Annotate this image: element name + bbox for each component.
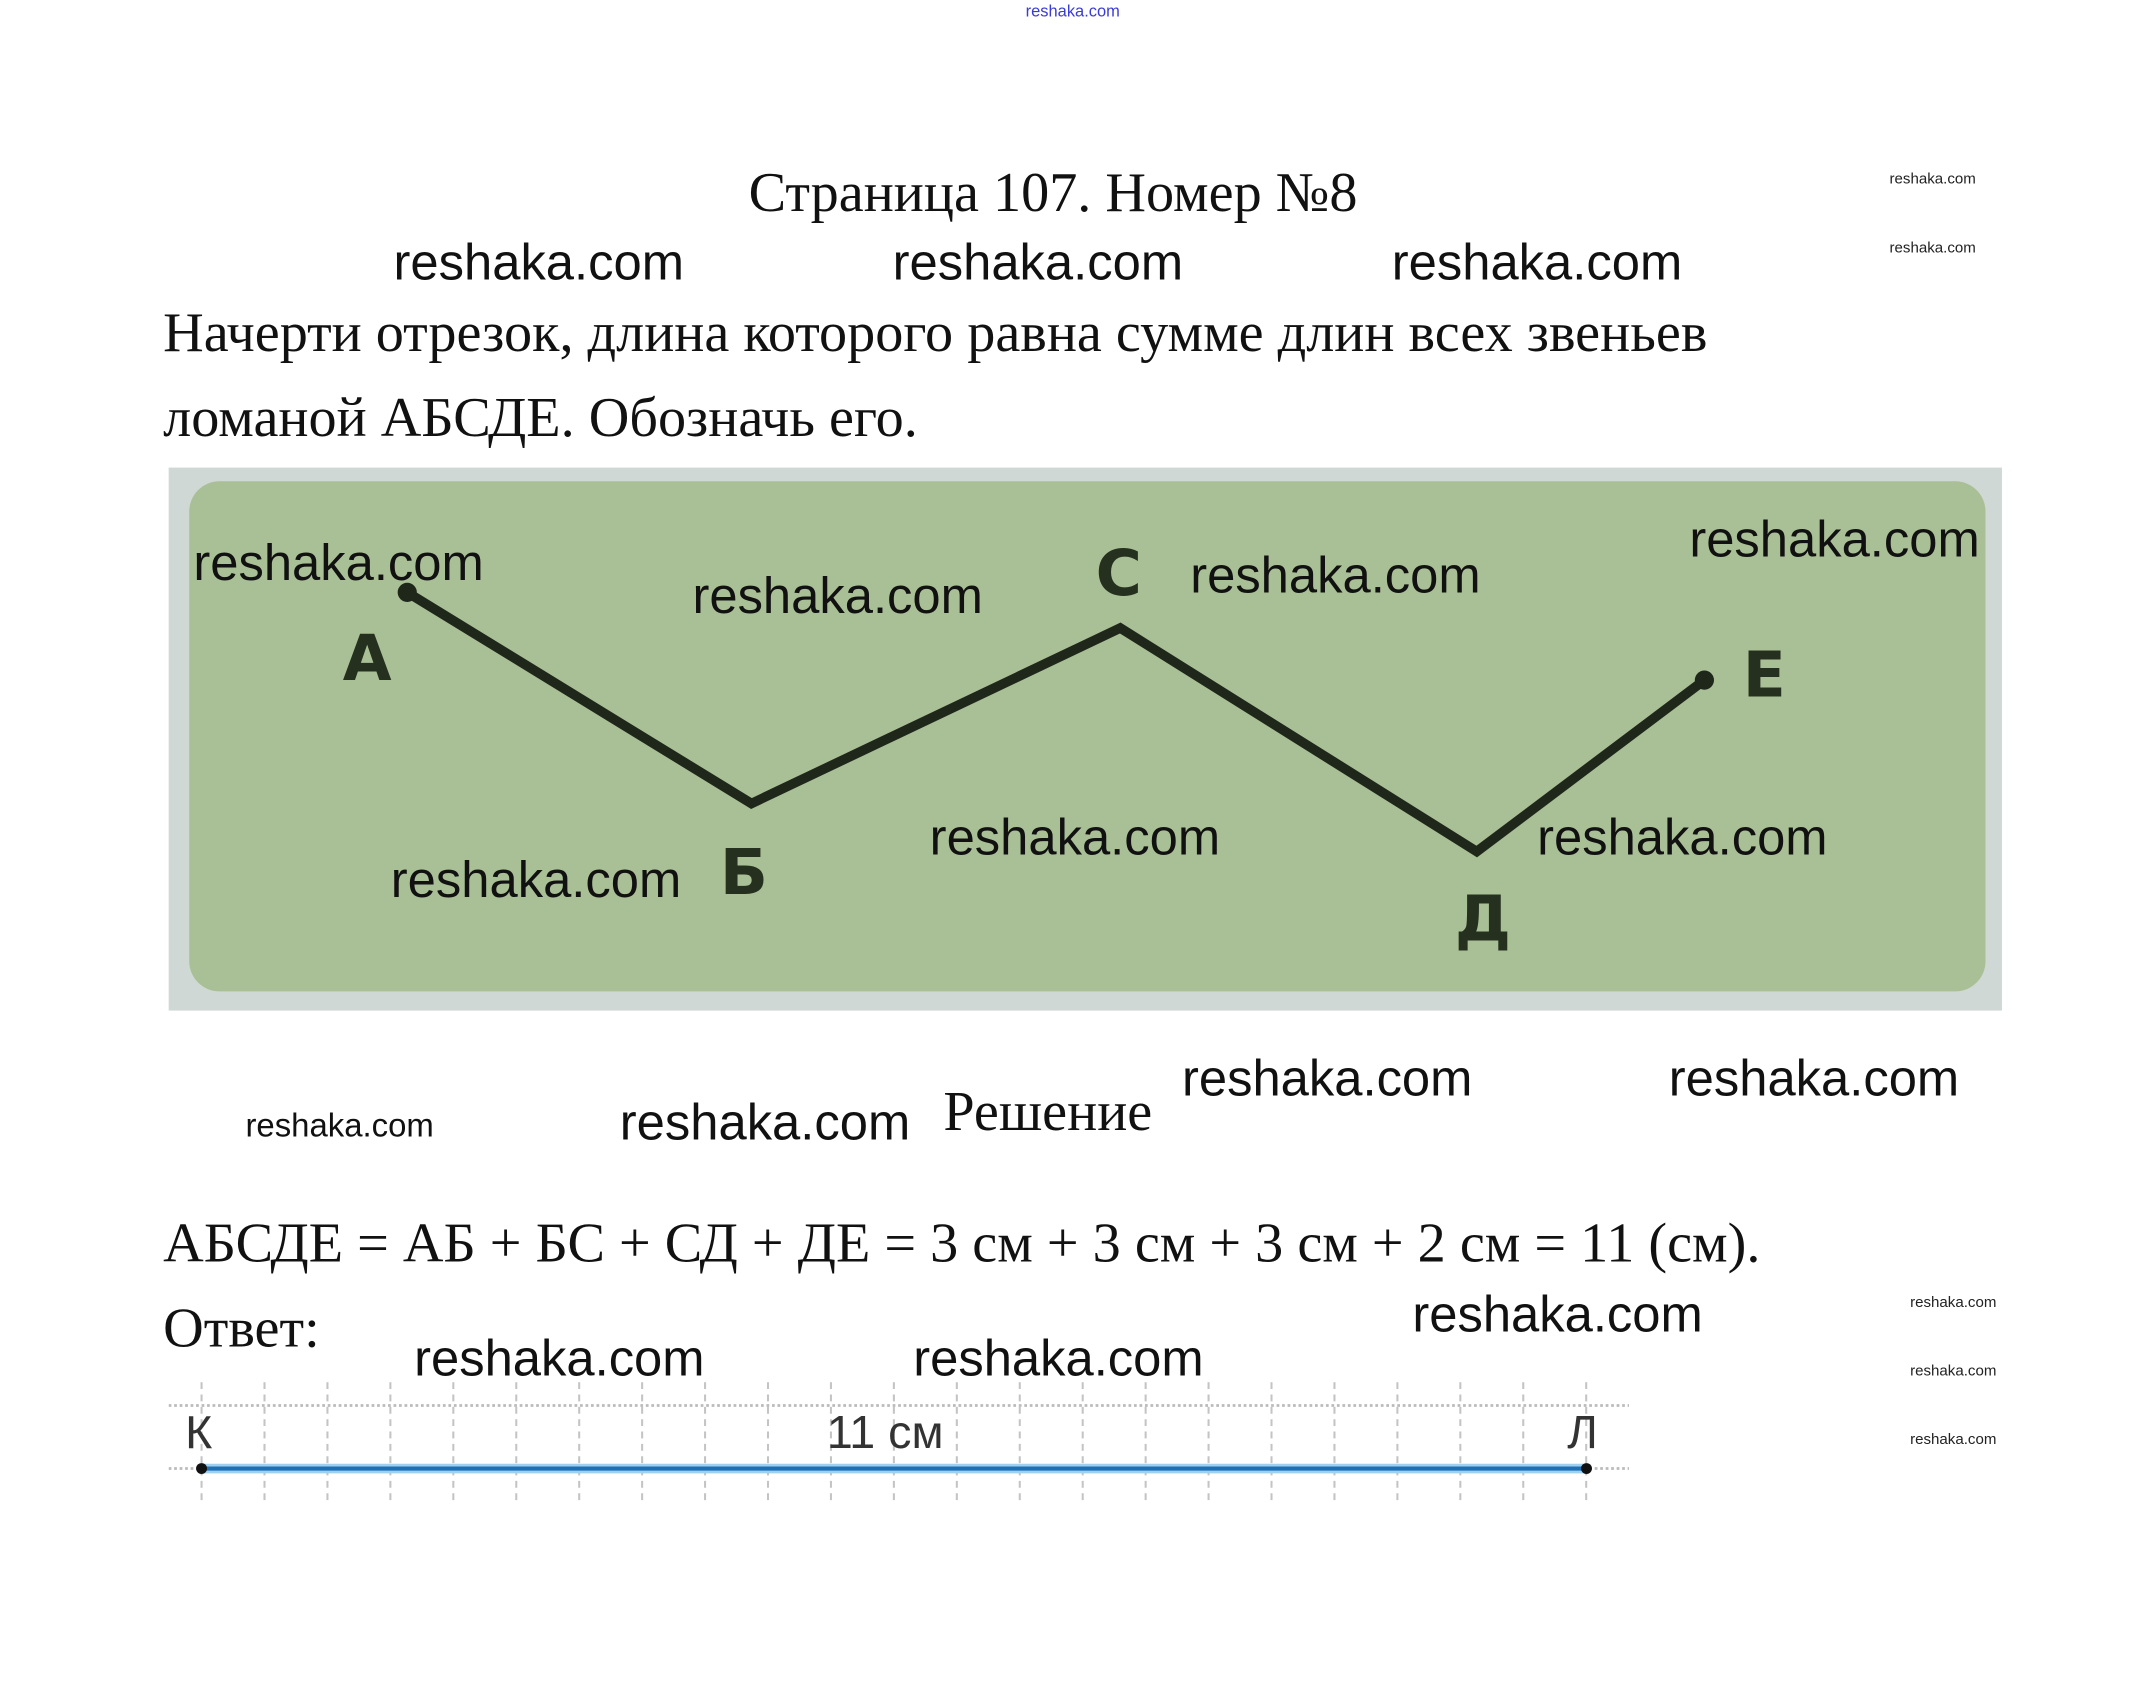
watermark: reshaka.com xyxy=(692,567,983,624)
watermark: reshaka.com xyxy=(1190,547,1481,604)
watermark: reshaka.com xyxy=(193,534,484,591)
watermark: reshaka.com xyxy=(414,1330,705,1387)
answer-label: Ответ: xyxy=(163,1295,320,1359)
segment-start-label: К xyxy=(185,1406,213,1459)
point-label-c: С xyxy=(1095,536,1142,611)
watermark: reshaka.com xyxy=(892,234,1184,291)
watermark: reshaka.com xyxy=(913,1330,1204,1387)
site-link[interactable]: reshaka.com xyxy=(1025,1,1120,21)
solution-heading: Решение xyxy=(943,1079,1153,1143)
point-k-dot xyxy=(196,1463,208,1475)
watermark: reshaka.com xyxy=(1689,511,1980,568)
polyline-path xyxy=(404,588,1708,858)
watermark: reshaka.com xyxy=(245,1107,434,1145)
polyline-figure: А Б С Д Е xyxy=(168,467,2002,1011)
solution-equation: АБСДЕ = АБ + БС + СД + ДЕ = 3 см + 3 см … xyxy=(163,1210,1761,1274)
point-label-b: Б xyxy=(719,835,768,910)
watermark: reshaka.com xyxy=(1889,239,1976,257)
watermark: reshaka.com xyxy=(619,1094,911,1151)
grid-lines xyxy=(168,1382,1629,1506)
page-title: Страница 107. Номер №8 xyxy=(748,160,1358,224)
watermark: reshaka.com xyxy=(1181,1050,1473,1107)
watermark: reshaka.com xyxy=(1910,1431,1997,1448)
point-a-dot xyxy=(397,582,417,602)
watermark: reshaka.com xyxy=(1910,1294,1997,1311)
segment-end-label: Л xyxy=(1567,1406,1598,1459)
point-label-e: Е xyxy=(1742,637,1786,712)
polyline-abcde xyxy=(397,582,1714,858)
segment-length-label: 11 см xyxy=(826,1406,944,1459)
watermark: reshaka.com xyxy=(1668,1050,1960,1107)
watermark: reshaka.com xyxy=(393,234,684,291)
watermark: reshaka.com xyxy=(929,809,1221,866)
figure-card xyxy=(189,481,1986,992)
answer-grid: К 11 см Л xyxy=(168,1382,1629,1506)
task-text-line-2: ломаной АБСДЕ. Обозначь его. xyxy=(163,385,918,449)
watermark: reshaka.com xyxy=(1537,809,1828,866)
watermark: reshaka.com xyxy=(1391,234,1683,291)
watermark: reshaka.com xyxy=(1412,1286,1703,1343)
point-e-dot xyxy=(1694,670,1714,690)
task-text-line-1: Начерти отрезок, длина которого равна су… xyxy=(163,300,1708,364)
watermark: reshaka.com xyxy=(390,851,682,908)
point-label-d: Д xyxy=(1454,881,1512,956)
point-l-dot xyxy=(1580,1463,1592,1475)
watermark: reshaka.com xyxy=(1910,1362,1997,1380)
watermark: reshaka.com xyxy=(1889,171,1976,188)
point-label-a: А xyxy=(342,621,392,696)
